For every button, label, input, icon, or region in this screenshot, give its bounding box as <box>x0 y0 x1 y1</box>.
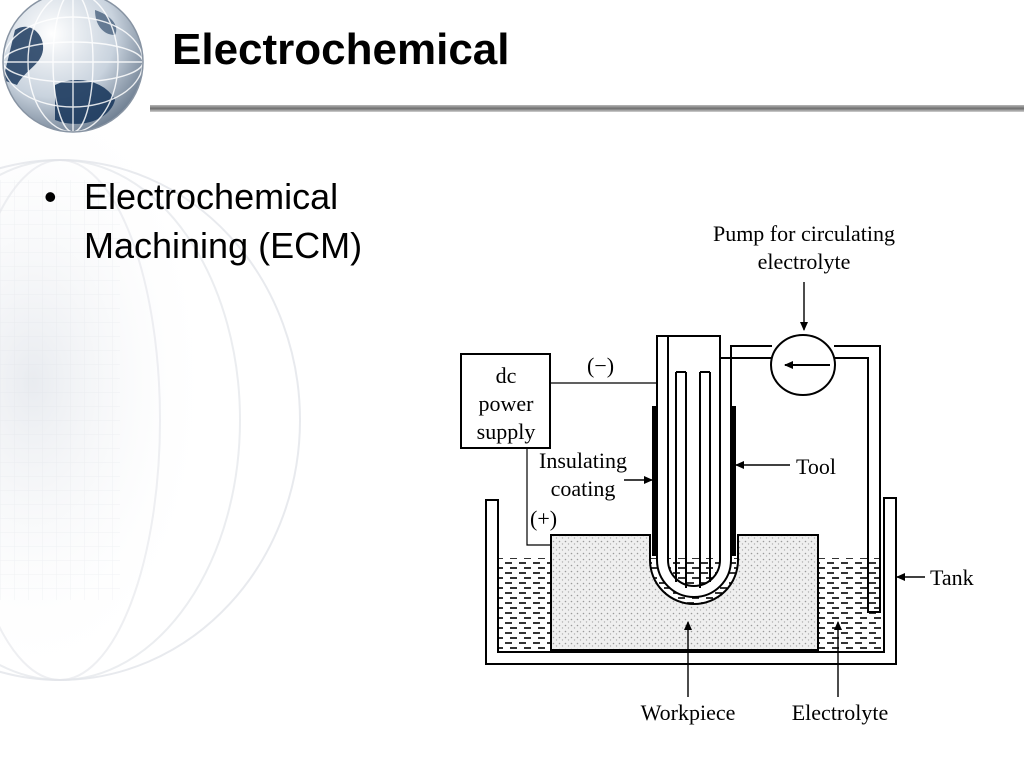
tank-label: Tank <box>930 565 974 590</box>
pump-label-line1: Pump for circulating <box>713 221 895 246</box>
power-supply-label-line3: supply <box>477 419 536 444</box>
insulating-coating-left <box>652 406 658 556</box>
pump-label-line2: electrolyte <box>758 249 851 274</box>
insulating-coating-right <box>730 406 736 556</box>
workpiece-label: Workpiece <box>641 700 736 725</box>
tool-head <box>657 335 721 358</box>
electrolyte-label: Electrolyte <box>792 700 889 725</box>
tool-label: Tool <box>796 454 836 479</box>
power-supply-label-line1: dc <box>496 363 517 388</box>
power-supply-label-line2: power <box>479 391 535 416</box>
tool-inner-channels <box>675 371 711 588</box>
negative-terminal-label: (−) <box>587 353 614 378</box>
bullet-marker: • <box>44 176 57 217</box>
bullet-text: Electrochemical Machining (ECM) <box>84 176 363 266</box>
positive-terminal-label: (+) <box>530 506 557 531</box>
electrolyte-pipe <box>720 345 881 613</box>
globe-logo <box>2 0 144 133</box>
dc-power-supply-box <box>460 353 551 449</box>
tool-electrode <box>656 335 732 598</box>
title-divider <box>150 105 1024 112</box>
bullet-item: • Electrochemical Machining (ECM) <box>44 172 384 270</box>
slide-title: Electrochemical <box>172 25 510 74</box>
ecm-diagram: Pump for circulating electrolyte (−) dc … <box>460 221 974 725</box>
insulating-coating-label-line2: coating <box>551 476 616 501</box>
positive-wire <box>526 448 551 546</box>
insulating-coating-label-line1: Insulating <box>539 448 627 473</box>
tank-outline <box>485 497 897 665</box>
workpiece-block <box>550 534 819 651</box>
bullet-list: • Electrochemical Machining (ECM) <box>44 172 384 270</box>
